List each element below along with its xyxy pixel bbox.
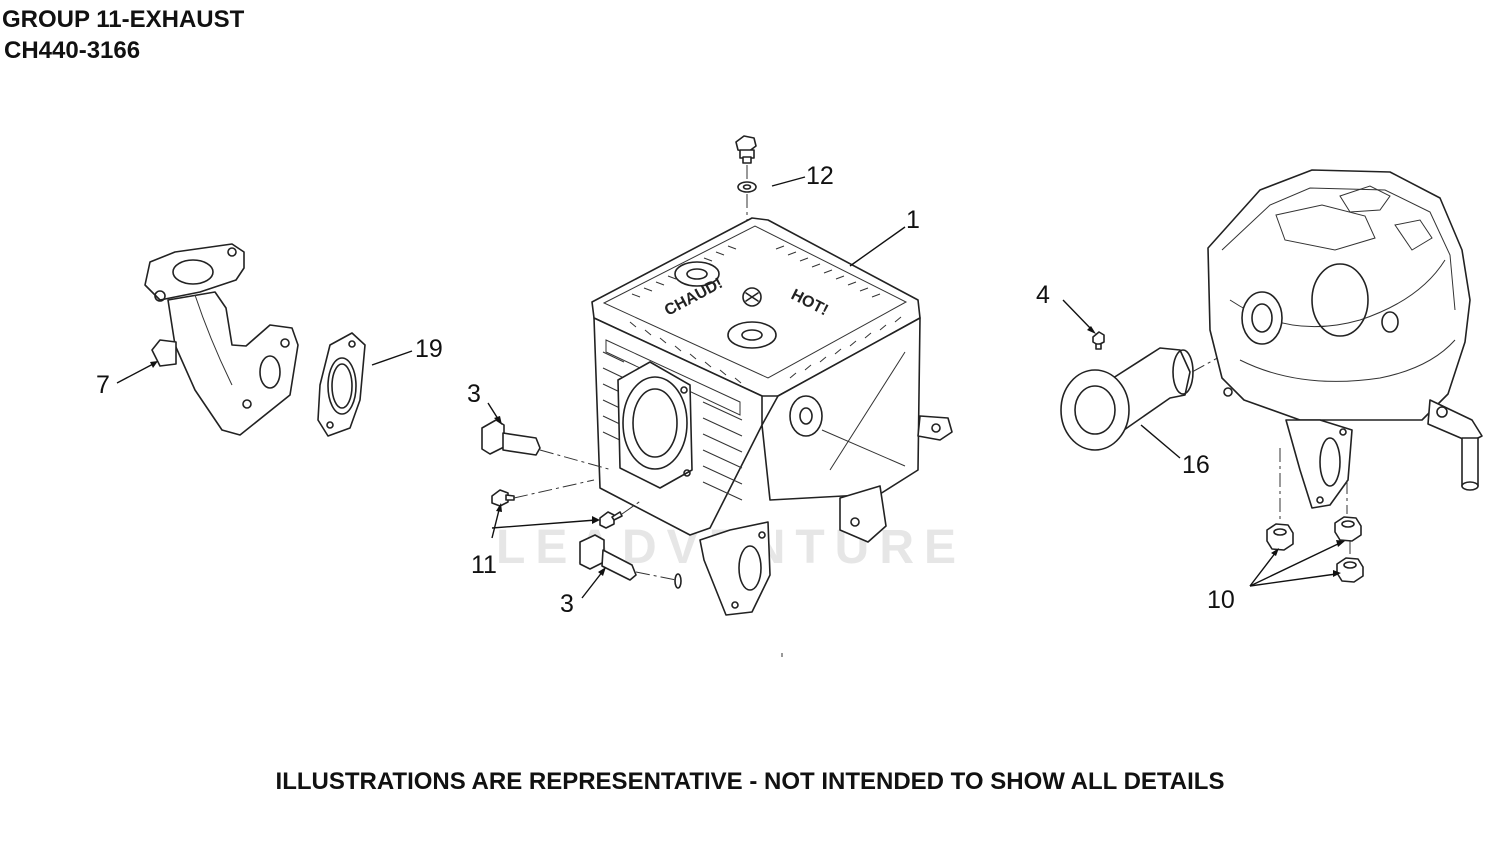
callout-labels: 12 1 7 19 4 16 3 3 11 10 [96, 162, 1235, 618]
part-12-bolt-and-washer [735, 135, 757, 255]
part-7-exhaust-elbow [144, 243, 299, 436]
group-title: GROUP 11-EXHAUST [2, 6, 245, 33]
hot-warning-icon [742, 287, 762, 307]
callout-10: 10 [1207, 586, 1235, 614]
part-3-bolt-lower [579, 534, 682, 589]
part-4-screw [1092, 331, 1105, 350]
disclaimer-footer: ILLUSTRATIONS ARE REPRESENTATIVE - NOT I… [275, 768, 1225, 795]
part-19-gasket [317, 332, 366, 437]
callout-4: 4 [1036, 281, 1050, 309]
part-3-bolt-upper [481, 419, 613, 471]
part-16-spark-arrester [1060, 347, 1233, 451]
callout-19: 19 [415, 335, 443, 363]
part-11-screws [491, 479, 643, 529]
leader-lines [116, 176, 1345, 599]
callout-1: 1 [906, 206, 920, 234]
callout-3-upper: 3 [467, 380, 481, 408]
model-number: CH440-3166 [4, 37, 141, 64]
callout-16: 16 [1182, 451, 1210, 479]
callout-3-lower: 3 [560, 590, 574, 618]
callout-11: 11 [471, 551, 497, 579]
callout-12: 12 [806, 162, 834, 190]
part-10-nuts [1266, 516, 1364, 583]
heat-shield [1207, 169, 1483, 558]
callout-7: 7 [96, 371, 110, 399]
part-1-muffler: CHAUD! HOT! [591, 217, 953, 657]
